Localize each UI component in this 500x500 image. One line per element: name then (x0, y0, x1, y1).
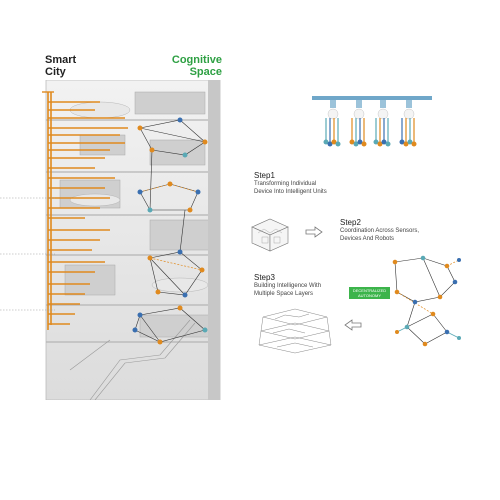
step1-desc-line1: Transforming Individual (254, 181, 317, 187)
smart-city-line2: City (45, 66, 66, 78)
step2-desc-line1: Coordination Across Sensors, (340, 228, 420, 234)
arrow-right-icon (305, 226, 323, 238)
step2-block: Step2 Coordination Across Sensors, Devic… (340, 218, 419, 243)
network-graph (392, 255, 461, 347)
building-section (40, 80, 222, 400)
smart-city-label: Smart City (45, 54, 76, 78)
device-unit-illustration (251, 218, 289, 252)
arrow-left-icon (344, 319, 362, 331)
decentralized-autonomy-badge: DECENTRALIZED AUTONOMY (349, 287, 390, 299)
leader-lines (0, 197, 55, 311)
step3-desc-line1: Building Intelligence With (254, 283, 322, 289)
space-layers-illustration (258, 308, 332, 354)
step3-block: Step3 Building Intelligence With Multipl… (254, 273, 321, 298)
step3-desc-line2: Multiple Space Layers (254, 291, 314, 297)
step2-title: Step2 (340, 218, 361, 227)
step1-block: Step1 Transforming Individual Device Int… (254, 171, 327, 196)
badge-line1: DECENTRALIZED (352, 288, 387, 293)
cognitive-line1: Cognitive (171, 54, 222, 66)
step2-desc-line2: Devices And Robots (340, 236, 395, 242)
step3-title: Step3 (254, 273, 275, 282)
smart-city-line1: Smart (45, 54, 77, 66)
building-illustration (42, 80, 221, 400)
cognitive-line2: Space (189, 66, 222, 78)
cognitive-space-label: Cognitive Space (160, 54, 222, 78)
step1-desc-line2: Device Into Intelligent Units (254, 189, 327, 195)
step1-title: Step1 (254, 171, 275, 180)
devices-illustration (312, 96, 432, 147)
badge-line2: AUTONOMY (357, 293, 382, 298)
